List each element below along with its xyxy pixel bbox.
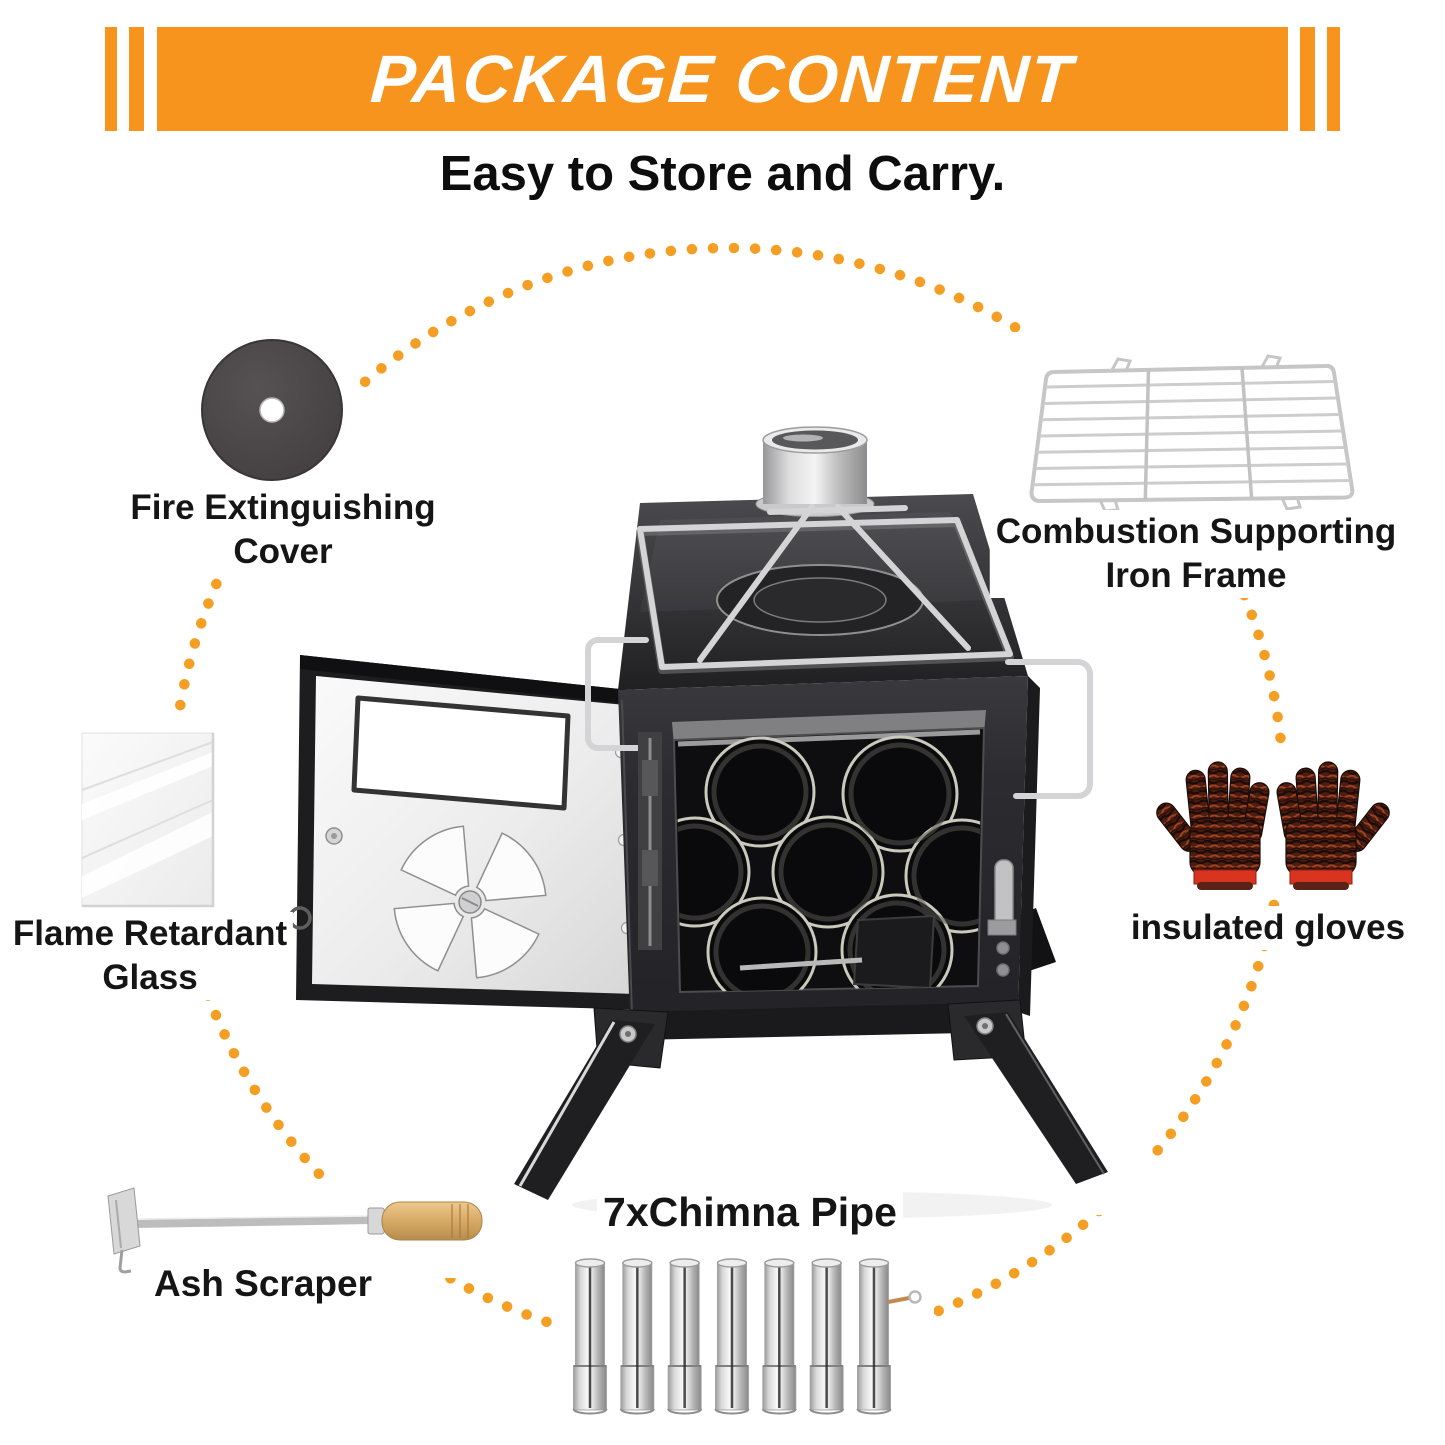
fire-cover-label-line1: Fire Extinguishing: [130, 488, 436, 527]
banner-stripe: [1300, 27, 1315, 131]
chimney-pipe: [714, 1257, 750, 1415]
chimney-pipe: [761, 1257, 798, 1415]
chimney-pipe: [856, 1257, 892, 1415]
banner: PACKAGE CONTENT: [157, 27, 1288, 131]
banner-stripe: [1327, 27, 1340, 131]
banner-stripe: [105, 27, 117, 131]
glass-label-line2: Glass: [102, 958, 198, 997]
iron-frame-illustration: [1012, 332, 1384, 514]
glass-label: Flame Retardant Glass: [6, 912, 294, 1000]
fire-cover-label: Fire Extinguishing Cover: [124, 486, 442, 574]
fire-cover-label-line2: Cover: [233, 532, 333, 571]
iron-frame-label-line1: Combustion Supporting: [995, 512, 1397, 551]
glass-label-line1: Flame Retardant: [12, 914, 288, 953]
chimney-pipes-illustration: [556, 1246, 934, 1424]
glass-pane-illustration: [52, 716, 238, 916]
chimney-pipe: [808, 1257, 845, 1415]
pipes-label: 7xChimna Pipe: [597, 1190, 903, 1234]
iron-frame-label-line2: Iron Frame: [1105, 556, 1287, 595]
stove-door: [288, 655, 652, 1010]
scraper-label: Ash Scraper: [148, 1262, 378, 1306]
fire-cover-illustration: [192, 330, 357, 495]
gloves-label: insulated gloves: [1124, 906, 1412, 950]
banner-stripe: [129, 27, 144, 131]
gloves-illustration: [1140, 748, 1394, 898]
page-title: PACKAGE CONTENT: [368, 41, 1077, 117]
chimney-pipe: [572, 1257, 608, 1415]
chimney-pipe: [619, 1257, 656, 1415]
subtitle: Easy to Store and Carry.: [439, 147, 1006, 201]
chimney-pipe: [666, 1257, 703, 1415]
iron-frame-label: Combustion Supporting Iron Frame: [989, 510, 1403, 598]
